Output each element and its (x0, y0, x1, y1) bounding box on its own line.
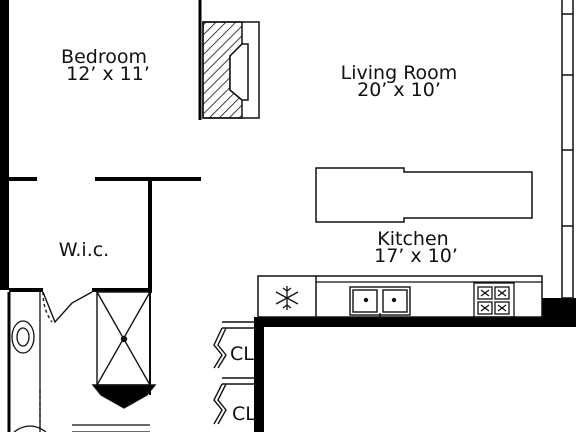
bedroom-bottom-wall-left (9, 177, 37, 181)
kitchen-size: 17’ x 10’ (374, 245, 458, 267)
toilet-icon (11, 320, 35, 354)
closet-doors (213, 321, 254, 425)
wic-right-wall (148, 181, 152, 293)
four-burner-stove-icon (473, 282, 515, 318)
double-sink-icon (349, 286, 411, 320)
kitchen-name: Kitchen (377, 228, 448, 250)
snowflake-icon (275, 286, 299, 310)
bedroom-name: Bedroom (61, 46, 147, 68)
kitchen-counter (257, 275, 543, 318)
fireplace-icon (202, 21, 260, 119)
shower (91, 291, 157, 409)
window-mullions (562, 13, 573, 299)
kitchen-island (315, 167, 533, 223)
bath-top-wall-right (92, 288, 152, 292)
closet-label-1: CL (230, 343, 254, 365)
right-corner-post (542, 298, 576, 326)
bedroom-bottom-wall-right (95, 177, 201, 181)
kitchen-bottom-wall (256, 317, 576, 327)
closet-label-2: CL (232, 403, 256, 425)
bath-top-wall-left (9, 288, 43, 292)
corridor-wall (254, 317, 264, 432)
living-room-size: 20’ x 10’ (357, 79, 441, 101)
living-room-name: Living Room (341, 62, 458, 84)
bedroom-size: 12’ x 11’ (66, 63, 150, 85)
wic-name: W.i.c. (59, 239, 109, 261)
bath-fixtures (7, 292, 150, 432)
left-exterior-wall (0, 0, 9, 290)
wic-bifold-door (42, 291, 93, 324)
